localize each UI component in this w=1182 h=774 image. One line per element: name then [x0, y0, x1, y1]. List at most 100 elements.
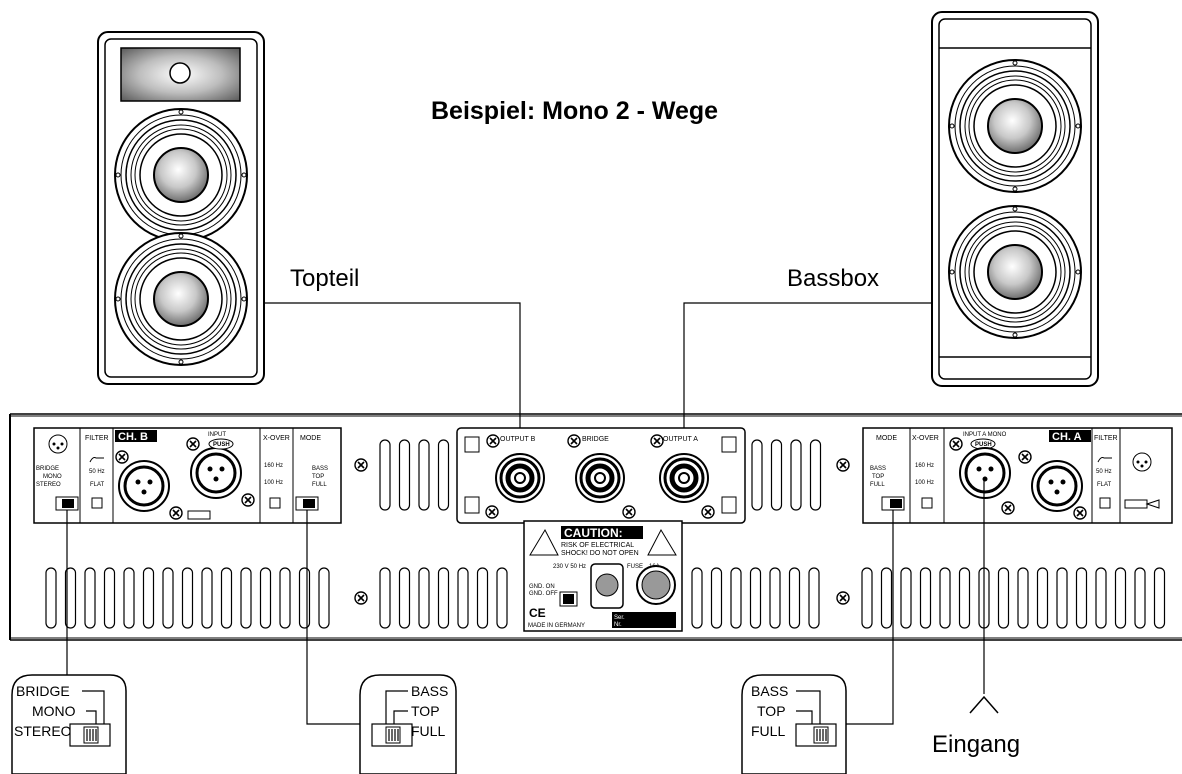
- vent-slot: [162, 567, 174, 629]
- svg-text:FULL: FULL: [312, 482, 327, 488]
- svg-text:INPUT: INPUT: [208, 432, 226, 438]
- vent-slot: [298, 567, 311, 629]
- svg-text:50 Hz: 50 Hz: [89, 469, 105, 475]
- vent-slot: [1075, 567, 1088, 629]
- svg-text:Nr.: Nr.: [614, 622, 622, 628]
- svg-text:X-OVER: X-OVER: [263, 435, 290, 442]
- power-module: CAUTION: RISK OF ELECTRICAL SHOCK! DO NO…: [523, 520, 683, 632]
- vent-slot: [84, 567, 96, 629]
- vent-slot: [1036, 567, 1049, 629]
- ventilation-slots: [45, 439, 1166, 629]
- svg-text:BASS: BASS: [870, 466, 886, 472]
- svg-text:FLAT: FLAT: [90, 482, 105, 488]
- vent-slot: [939, 567, 951, 629]
- bass-woofer-upper: [948, 59, 1082, 193]
- svg-text:GND. ON: GND. ON: [529, 584, 555, 590]
- svg-text:100 Hz: 100 Hz: [915, 480, 934, 486]
- svg-text:OUTPUT B: OUTPUT B: [500, 436, 536, 443]
- vent-slot: [123, 567, 135, 629]
- svg-text:TOP: TOP: [312, 474, 324, 480]
- vent-slot: [142, 567, 155, 629]
- svg-text:BRIDGE: BRIDGE: [36, 466, 59, 472]
- vent-slot: [1017, 567, 1029, 629]
- amplifier-rear-panel: [9, 413, 1182, 641]
- vent-slot: [710, 567, 723, 629]
- svg-text:230 V 50 Hz: 230 V 50 Hz: [553, 564, 586, 570]
- output-module: OUTPUT B BRIDGE OUTPUT A: [456, 427, 746, 524]
- vent-slot: [900, 567, 912, 629]
- svg-text:TOP: TOP: [872, 474, 884, 480]
- vent-slot: [64, 567, 77, 629]
- vent-slot: [751, 439, 763, 511]
- vent-slot: [201, 567, 213, 629]
- svg-text:SHOCK! DO NOT OPEN: SHOCK! DO NOT OPEN: [561, 550, 639, 557]
- svg-text:CH. B: CH. B: [118, 431, 148, 443]
- vent-slot: [788, 567, 801, 629]
- svg-text:TOP: TOP: [757, 703, 786, 719]
- vent-slot: [958, 567, 971, 629]
- svg-text:BASS: BASS: [312, 466, 328, 472]
- vent-slot: [749, 567, 762, 629]
- vent-slot: [398, 567, 411, 629]
- svg-text:FLAT: FLAT: [1097, 482, 1112, 488]
- svg-text:BRIDGE: BRIDGE: [16, 683, 70, 699]
- top-speaker-cabinet: [97, 31, 265, 385]
- speakon-bridge: [576, 454, 624, 502]
- svg-text:INPUT A MONO: INPUT A MONO: [963, 432, 1007, 438]
- svg-text:TOP: TOP: [411, 703, 440, 719]
- svg-text:MODE: MODE: [300, 435, 321, 442]
- svg-text:100 Hz: 100 Hz: [264, 480, 283, 486]
- vent-slot: [861, 567, 873, 629]
- cable-topteil: [264, 302, 521, 478]
- svg-text:GND. OFF: GND. OFF: [529, 591, 558, 597]
- channel-b-module: FILTER CH. B BRIDGE MONO STEREO 50 Hz FL…: [33, 427, 342, 524]
- svg-text:OUTPUT A: OUTPUT A: [663, 436, 698, 443]
- title: Beispiel: Mono 2 - Wege: [431, 97, 718, 125]
- svg-text:50 Hz: 50 Hz: [1096, 469, 1112, 475]
- vent-slot: [220, 567, 233, 629]
- vent-slot: [279, 567, 291, 629]
- vent-slot: [691, 567, 703, 629]
- svg-text:FUSE: FUSE: [627, 564, 643, 570]
- input-a-socket: [958, 446, 1012, 500]
- vent-slot: [770, 439, 783, 511]
- svg-text:FULL: FULL: [870, 482, 885, 488]
- callout-bridge-mono-stereo: BRIDGE MONO STEREO: [11, 674, 127, 774]
- svg-text:MODE: MODE: [876, 435, 897, 442]
- vent-slot: [1056, 567, 1068, 629]
- svg-text:STEREO: STEREO: [14, 723, 72, 739]
- vent-slot: [790, 439, 802, 511]
- svg-text:MONO: MONO: [43, 474, 62, 480]
- svg-text:RISK OF ELECTRICAL: RISK OF ELECTRICAL: [561, 542, 634, 549]
- svg-text:STEREO: STEREO: [36, 482, 61, 488]
- vent-slot: [809, 439, 822, 511]
- svg-text:160 Hz: 160 Hz: [264, 463, 283, 469]
- bassbox-label: Bassbox: [787, 265, 879, 292]
- top-woofer-upper: [114, 108, 248, 242]
- vent-slot: [318, 567, 330, 629]
- vent-slot: [437, 567, 450, 629]
- vent-slot: [240, 567, 252, 629]
- callout-mode-a: BASS TOP FULL: [741, 674, 847, 774]
- svg-text:FULL: FULL: [751, 723, 785, 739]
- svg-text:FILTER: FILTER: [85, 435, 109, 442]
- vent-slot: [1153, 567, 1166, 629]
- vent-slot: [1095, 567, 1107, 629]
- svg-text:PUSH: PUSH: [213, 442, 230, 448]
- svg-text:CAUTION:: CAUTION:: [564, 526, 623, 540]
- svg-text:X-OVER: X-OVER: [912, 435, 939, 442]
- channel-a-module: MODE BASS TOP FULL X-OVER 160 Hz 100 Hz …: [862, 427, 1173, 524]
- vent-slot: [1114, 567, 1127, 629]
- vent-slot: [418, 439, 430, 511]
- svg-text:Ser.: Ser.: [614, 615, 625, 621]
- topteil-label: Topteil: [290, 265, 359, 292]
- vent-slot: [103, 567, 116, 629]
- svg-text:CH. A: CH. A: [1052, 431, 1082, 443]
- vent-slot: [379, 439, 391, 511]
- eingang-label: Eingang: [932, 731, 1020, 758]
- svg-text:MADE IN GERMANY: MADE IN GERMANY: [528, 623, 585, 629]
- vent-slot: [1134, 567, 1146, 629]
- speakon-output-b: [496, 454, 544, 502]
- vent-slot: [418, 567, 430, 629]
